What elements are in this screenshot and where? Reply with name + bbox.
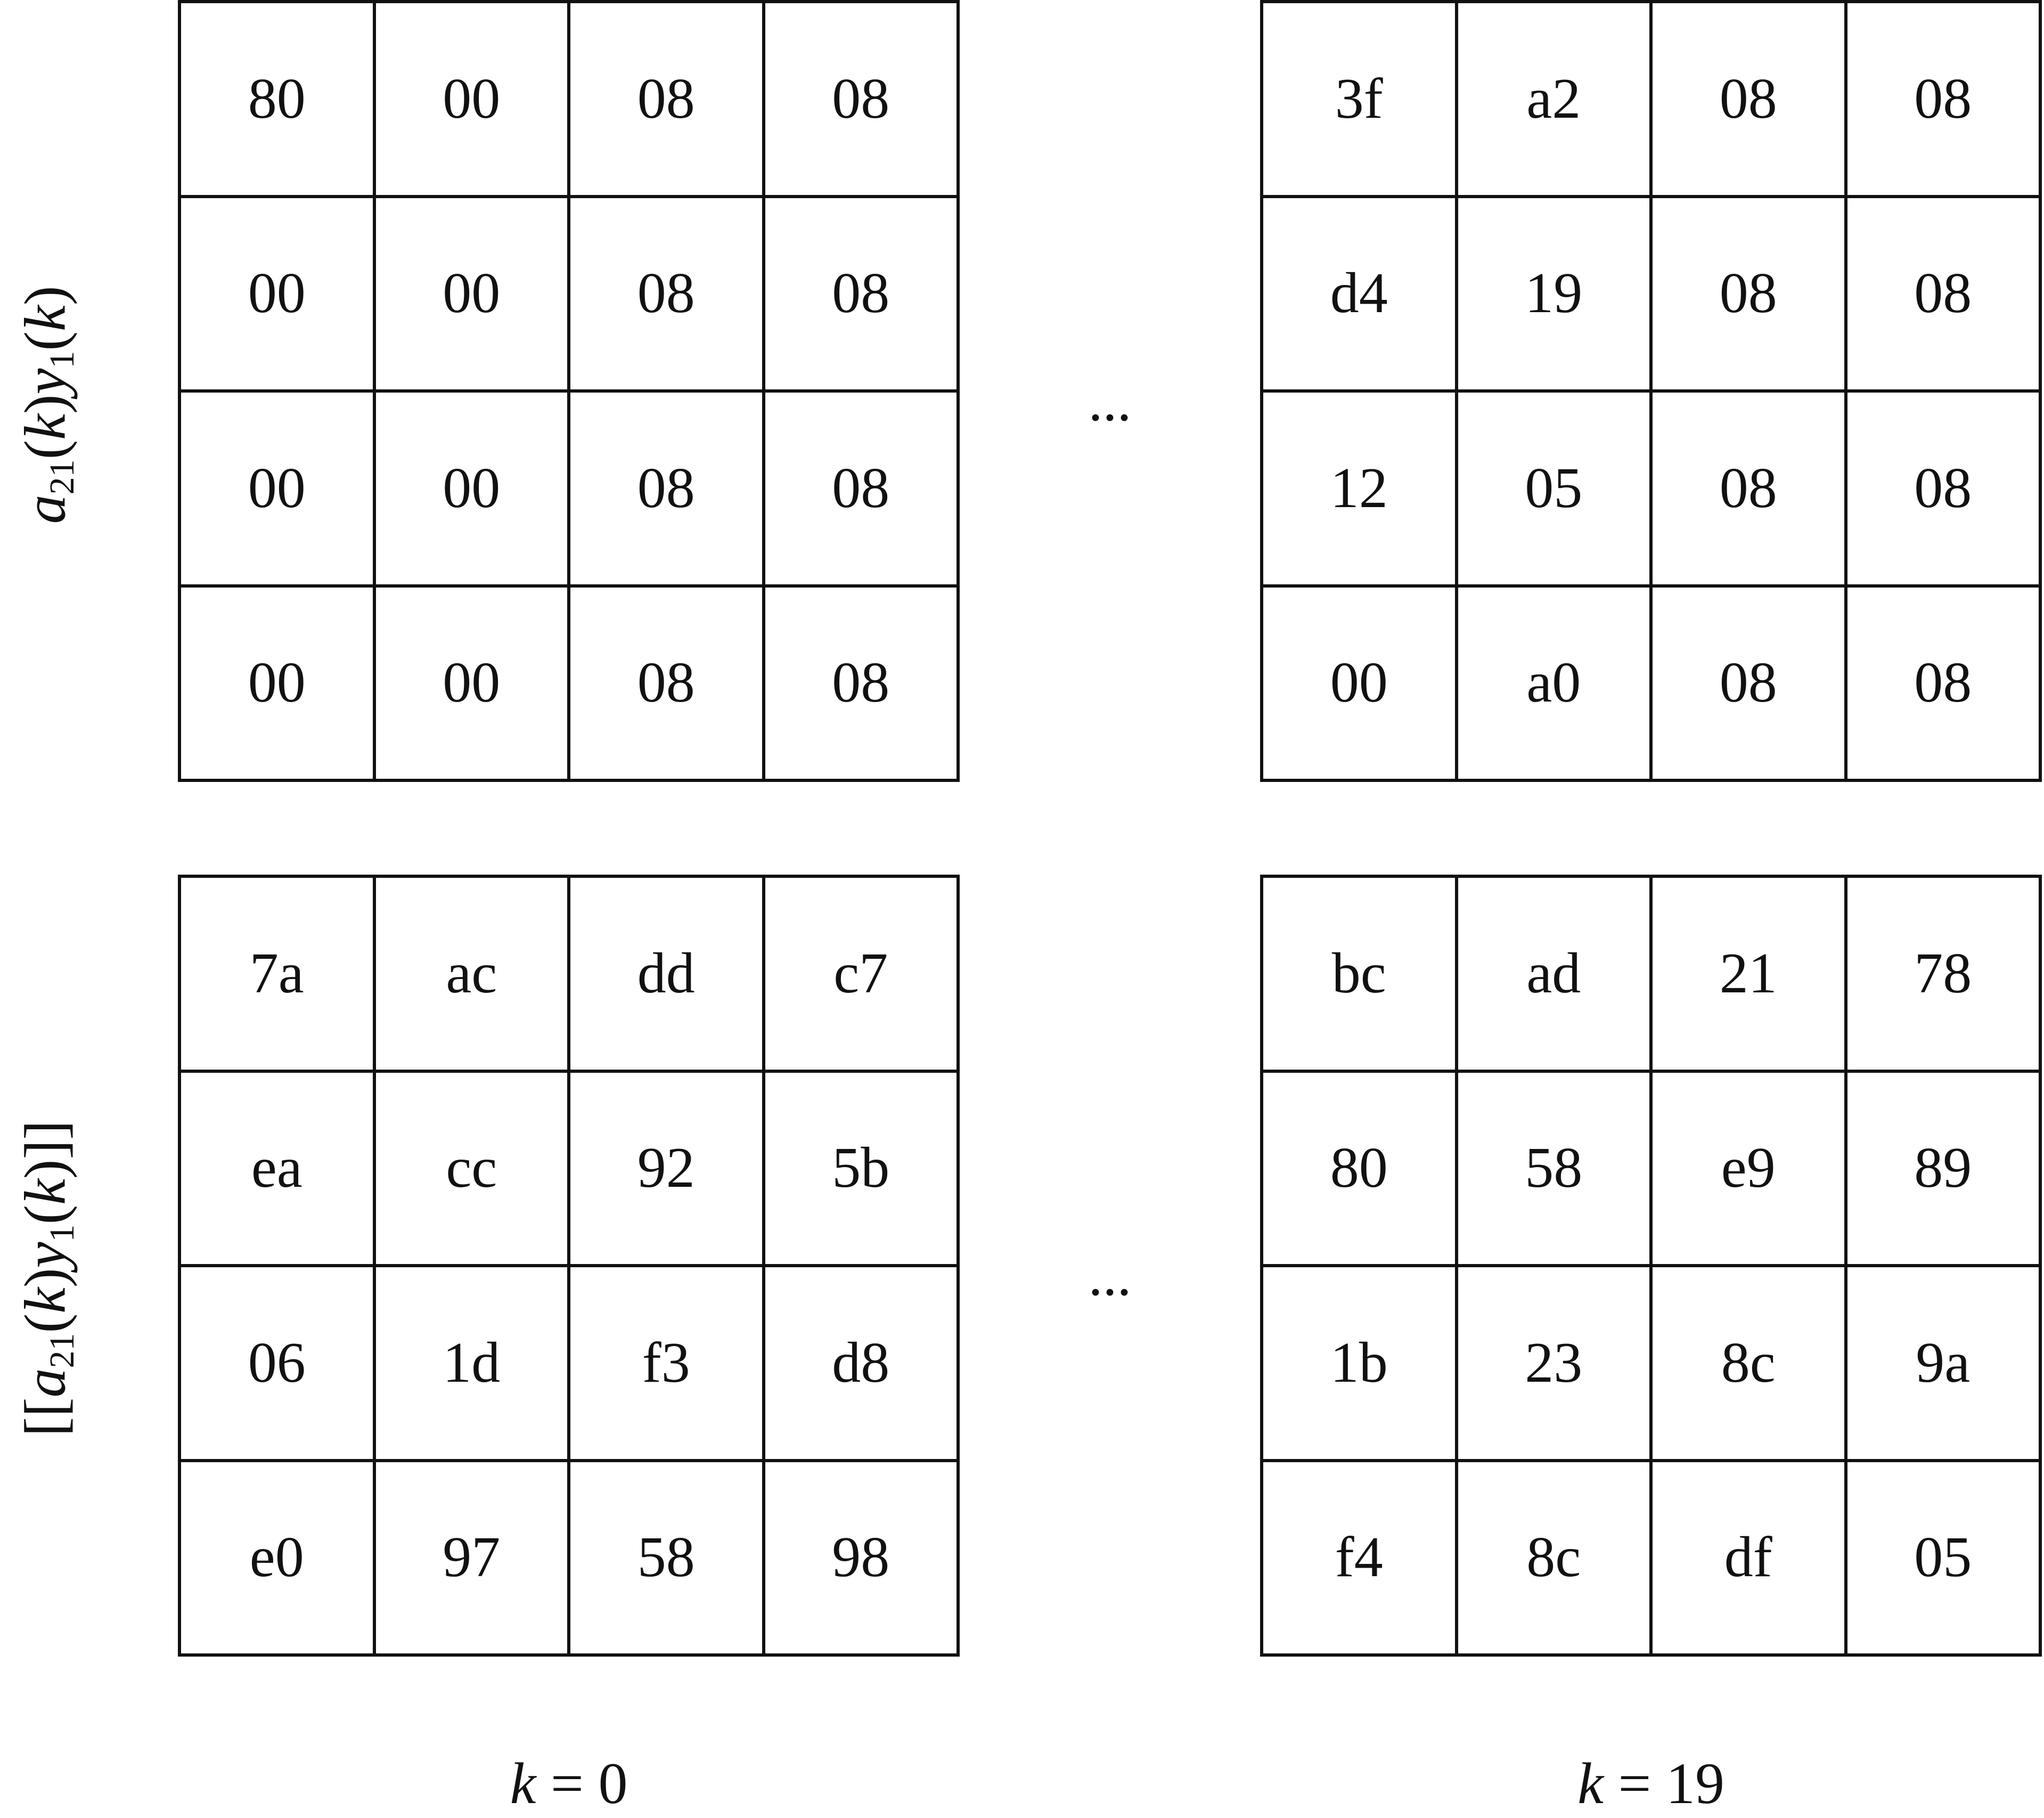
label-var-y: y [12,1242,78,1268]
matrix-cell: 8c [1653,1267,1847,1462]
label-sub-a: 21 [42,459,81,495]
label-var-k: k [12,1179,78,1205]
matrix-cell: d8 [765,1267,960,1462]
matrix-cell: 21 [1653,878,1847,1073]
label-sub-a: 21 [42,1333,81,1368]
matrix-cell: f4 [1263,1462,1458,1657]
matrix-cell: e9 [1653,1072,1847,1267]
ellipsis-top: ... [1088,370,1132,433]
matrix-cell: 05 [1847,1462,2042,1657]
matrix-cell: 00 [375,198,570,393]
matrix-cell: 19 [1458,198,1653,393]
matrix-cell: 58 [570,1462,765,1657]
matrix-cell: 08 [1653,198,1847,393]
matrix-cell: 58 [1458,1072,1653,1267]
label-close-bracket: ]] [12,1120,78,1160]
matrix-cell: 08 [570,587,765,782]
matrix-cell: 08 [1653,3,1847,198]
matrix-cell: 08 [765,393,960,588]
label-sub-y: 1 [42,1224,81,1242]
matrix-cell: 7a [181,878,376,1073]
matrix-cell: 08 [1653,587,1847,782]
label-equals: = [536,1751,599,1816]
matrix-cell: 89 [1847,1072,2042,1267]
matrix-cell: df [1653,1462,1847,1657]
matrix-cell: 80 [1263,1072,1458,1267]
matrix-cell: 1d [375,1267,570,1462]
matrix-cell: dd [570,878,765,1073]
label-var-k: k [510,1751,536,1816]
matrix-cell: 00 [181,587,376,782]
matrix-cell: 1b [1263,1267,1458,1462]
matrix-cell: 06 [181,1267,376,1462]
label-value: 0 [598,1751,628,1816]
matrix-cell: 08 [1847,198,2042,393]
matrix-cell: 8c [1458,1462,1653,1657]
matrix-cell: 08 [570,198,765,393]
matrix-cell: 00 [375,587,570,782]
column-label-k0: k = 0 [510,1750,628,1817]
label-var-k: k [12,414,78,440]
label-open-bracket: [[ [12,1397,78,1437]
matrix-cell: 00 [1263,587,1458,782]
matrix-cell: 97 [375,1462,570,1657]
label-sub-y: 1 [42,350,81,369]
column-label-k19: k = 19 [1577,1750,1724,1817]
matrix-cell: ea [181,1072,376,1267]
matrix-cell: 00 [181,198,376,393]
row-label-encrypted: [[a21(k)y1(k)]] [12,1120,81,1437]
matrix-cell: 05 [1458,393,1653,588]
matrix-cell: 9a [1847,1267,2042,1462]
label-var-a: a [12,494,78,524]
matrix-cell: 00 [375,393,570,588]
matrix-cell: f3 [570,1267,765,1462]
matrix-cell: 98 [765,1462,960,1657]
matrix-cell: 08 [765,587,960,782]
label-var-a: a [12,1368,78,1398]
matrix-bottom-left: 7a ac dd c7 ea cc 92 5b 06 1d f3 d8 e0 9… [178,875,960,1657]
label-var-y: y [12,368,78,395]
label-var-k: k [12,1287,78,1314]
matrix-cell: 00 [375,3,570,198]
matrix-cell: 5b [765,1072,960,1267]
matrix-cell: d4 [1263,198,1458,393]
matrix-cell: 80 [181,3,376,198]
matrix-cell: 23 [1458,1267,1653,1462]
matrix-cell: 08 [1847,3,2042,198]
matrix-cell: cc [375,1072,570,1267]
matrix-cell: 3f [1263,3,1458,198]
matrix-cell: ac [375,878,570,1073]
label-equals: = [1603,1751,1666,1816]
matrix-cell: 08 [1847,587,2042,782]
matrix-cell: 00 [181,393,376,588]
matrix-top-right: 3f a2 08 08 d4 19 08 08 12 05 08 08 00 a… [1260,0,2042,782]
matrix-top-left: 80 00 08 08 00 00 08 08 00 00 08 08 00 0… [178,0,960,782]
matrix-cell: e0 [181,1462,376,1657]
label-var-k: k [12,305,78,331]
matrix-cell: 08 [570,393,765,588]
matrix-bottom-right: bc ad 21 78 80 58 e9 89 1b 23 8c 9a f4 8… [1260,875,2042,1657]
matrix-cell: 12 [1263,393,1458,588]
matrix-cell: 08 [1847,393,2042,588]
label-var-k: k [1577,1751,1604,1816]
matrix-cell: a0 [1458,587,1653,782]
ellipsis-bottom: ... [1088,1244,1132,1308]
row-label-plaintext: a21(k)y1(k) [12,286,81,524]
matrix-cell: ad [1458,878,1653,1073]
matrix-cell: 08 [570,3,765,198]
matrix-cell: 08 [765,3,960,198]
matrix-cell: 08 [765,198,960,393]
matrix-cell: a2 [1458,3,1653,198]
matrix-cell: c7 [765,878,960,1073]
label-value: 19 [1665,1751,1724,1816]
matrix-cell: bc [1263,878,1458,1073]
matrix-cell: 92 [570,1072,765,1267]
matrix-cell: 78 [1847,878,2042,1073]
matrix-cell: 08 [1653,393,1847,588]
